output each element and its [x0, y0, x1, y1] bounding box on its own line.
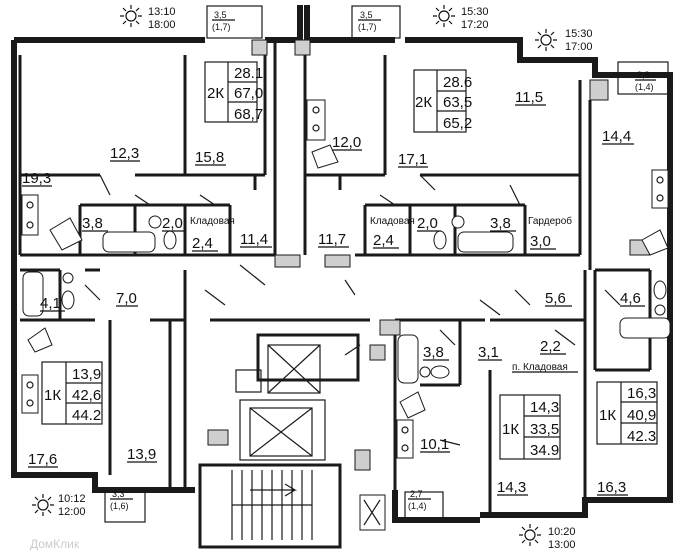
room-area: 2,4: [192, 235, 213, 252]
room-area: 3,8: [490, 215, 511, 232]
storage-label: Кладовая: [370, 216, 415, 227]
room-labels: 19,3 12,3 15,8 3,8 2,0 Кладовая 2,4 11,4…: [22, 89, 645, 496]
apt-balcony-area: 34.9: [530, 442, 559, 459]
sun-time-to: 18:00: [148, 19, 176, 31]
balcony-coef: (1,6): [110, 501, 129, 511]
apt-living-area: 28.6: [443, 74, 472, 91]
sun-time-from: 13:10: [148, 6, 176, 18]
balcony-coef: (1,7): [212, 22, 231, 32]
balcony-area: 3,5: [214, 10, 227, 20]
apartment-box-2: 2К 28.6 63,5 65,2: [413, 69, 472, 133]
apt-balcony-area: 65,2: [443, 115, 472, 132]
room-area: 5,6: [545, 290, 566, 307]
wardrobe-label: Гардероб: [528, 215, 572, 227]
apt-balcony-area: 42.3: [627, 428, 656, 445]
apt-type: 2К: [207, 85, 224, 102]
sun-time-from: 10:20: [548, 526, 576, 538]
room-area: 3,8: [423, 344, 444, 361]
sun-time-to: 17:20: [461, 19, 489, 31]
room-area: 12,3: [110, 145, 139, 162]
balcony-labels: 3,5 (1,7) 3,5 (1,7) 2,8 (1,4) 3,3 (1,6) …: [110, 10, 656, 511]
apt-type: 1К: [502, 421, 519, 438]
balcony-area: 3,3: [112, 489, 125, 499]
apt-balcony-area: 68,7: [234, 106, 263, 123]
room-area: 3,0: [530, 233, 551, 250]
room-area: 17,6: [28, 451, 57, 468]
interior-walls: [18, 40, 652, 515]
apt-total-area: 40,9: [627, 407, 656, 424]
sun-time-to: 12:00: [58, 506, 86, 518]
room-area: 11,7: [318, 231, 346, 248]
apt-type: 2К: [415, 94, 432, 111]
storage-label: п. Кладовая: [512, 362, 568, 373]
room-area: 2,0: [162, 215, 183, 232]
fixtures: [21, 99, 671, 459]
sun-icon: [433, 5, 455, 27]
room-area: 2,4: [373, 232, 394, 249]
apt-type: 1К: [44, 387, 61, 404]
apt-balcony-area: 44.2: [72, 407, 101, 424]
room-area: 16,3: [597, 479, 626, 496]
room-area: 14,3: [497, 479, 526, 496]
balcony-area: 3,5: [360, 10, 373, 20]
room-area: 12,0: [332, 134, 361, 151]
sun-icon: [120, 5, 142, 27]
apt-total-area: 33,5: [530, 421, 559, 438]
room-area: 13,9: [127, 446, 156, 463]
room-area: 19,3: [22, 170, 51, 187]
sun-time-from: 15:30: [565, 28, 593, 40]
room-area: 3,1: [478, 344, 499, 361]
room-area: 11,5: [515, 89, 543, 106]
apartment-box-1: 2К 28.1 67,0 68,7: [204, 61, 263, 123]
room-area: 2,2: [540, 338, 561, 355]
apt-living-area: 16,3: [627, 385, 656, 402]
balcony-area: 2,8: [637, 70, 650, 80]
stair-steps: [231, 470, 313, 540]
sun-time-from: 10:12: [58, 493, 86, 505]
room-area: 7,0: [116, 290, 137, 307]
apt-living-area: 28.1: [234, 65, 263, 82]
room-area: 15,8: [195, 149, 224, 166]
balcony-coef: (1,4): [635, 82, 654, 92]
pillars: [207, 39, 651, 471]
storage-label: Кладовая: [190, 216, 235, 227]
room-area: 10,1: [420, 436, 449, 453]
room-area: 4,6: [620, 290, 641, 307]
door-swings: [84, 174, 621, 446]
outer-walls: [11, 5, 673, 523]
balconies: [104, 5, 669, 523]
sun-time-to: 17:00: [565, 41, 593, 53]
sun-icon: [32, 494, 54, 516]
apt-living-area: 13,9: [72, 366, 101, 383]
room-area: 2,0: [417, 215, 438, 232]
sun-icon: [519, 524, 541, 546]
apt-total-area: 42,6: [72, 387, 101, 404]
watermark: ДомКлик: [30, 537, 80, 551]
apartment-box-3: 1К 13,9 42,6 44.2: [41, 361, 103, 425]
room-area: 11,4: [240, 231, 268, 248]
apt-type: 1К: [599, 407, 616, 424]
apt-total-area: 67,0: [234, 85, 263, 102]
apartment-box-4: 1К 14,3 33,5 34.9: [499, 394, 561, 460]
apt-total-area: 63,5: [443, 94, 472, 111]
sun-icon: [535, 29, 557, 51]
balcony-area: 2,7: [410, 489, 423, 499]
apartment-box-5: 1К 16,3 40,9 42.3: [596, 381, 658, 445]
room-area: 4,1: [40, 295, 61, 312]
sun-time-to: 13:00: [548, 539, 576, 551]
balcony-coef: (1,4): [408, 501, 427, 511]
balcony-coef: (1,7): [358, 22, 377, 32]
room-area: 3,8: [82, 215, 103, 232]
apt-living-area: 14,3: [530, 399, 559, 416]
core: [198, 333, 386, 549]
room-area: 14,4: [602, 128, 631, 145]
room-area: 17,1: [398, 151, 427, 168]
sun-time-from: 15:30: [461, 6, 489, 18]
